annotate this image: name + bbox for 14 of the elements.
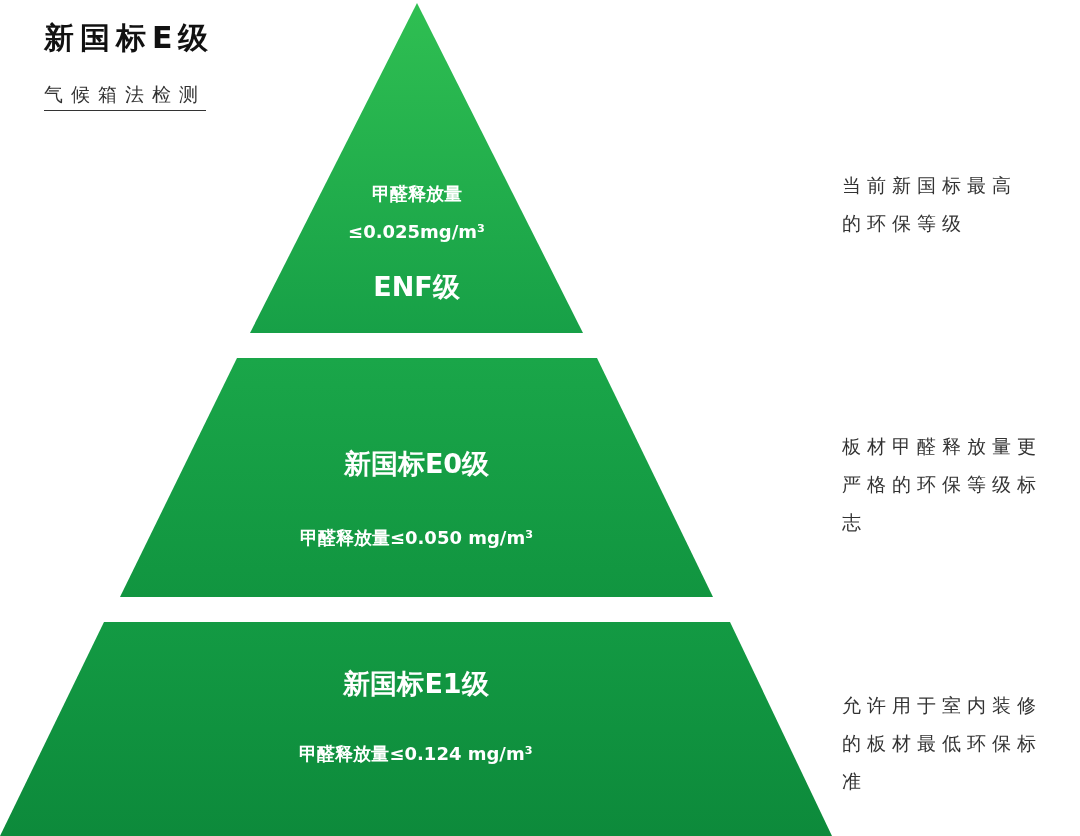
subtitle: 气候箱法检测: [44, 82, 206, 111]
title: 新国标E级: [44, 19, 215, 57]
emission-limit-text: 甲醛释放量≤0.050 mg/m³: [298, 526, 535, 550]
bottom-pyramid-tier: [0, 622, 832, 836]
middle-pyramid-tier: [120, 358, 713, 597]
tier-description: 板材甲醛释放量更严格的环保等级标志: [842, 434, 1043, 535]
tier-heading: 新国标E1级: [342, 667, 490, 701]
tier-heading: 新国标E0级: [342, 447, 491, 481]
emission-limit-text: 甲醛释放量≤0.025mg/m³: [347, 182, 486, 244]
tier-description: 当前新国标最高的环保等级: [842, 173, 1018, 236]
top-pyramid-tier: [250, 3, 583, 333]
tier-description: 允许用于室内装修的板材最低环保标准: [842, 693, 1043, 794]
tier-heading: ENF级: [372, 270, 461, 304]
emission-limit-text: 甲醛释放量≤0.124 mg/m³: [298, 742, 534, 766]
